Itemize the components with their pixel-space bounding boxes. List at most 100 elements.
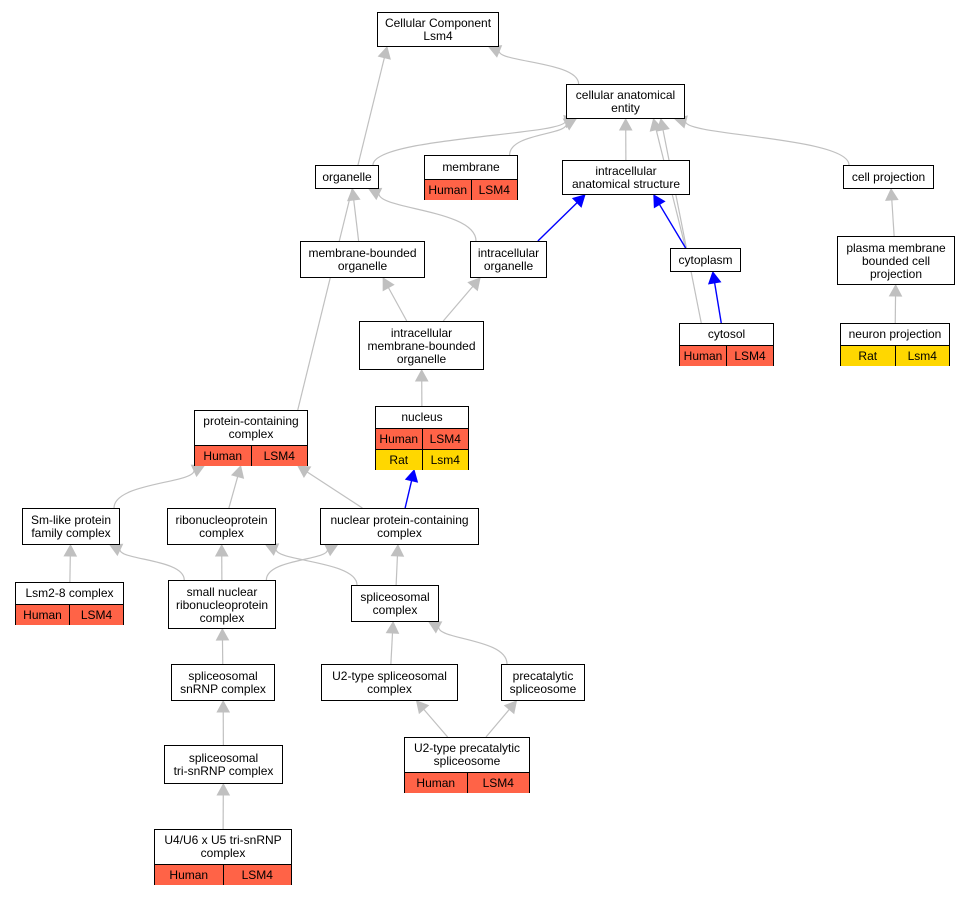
node-label-line: intracellular [390,325,453,340]
edge-ribonucleoprotein-complex-to-protein-containing-complex [228,464,245,509]
edge-spliceosomal-complex-to-ribonucleoprotein-complex [265,543,358,586]
node-label-line: Lsm2-8 complex [25,586,114,600]
node-label: organelle [316,166,378,189]
edge-intracellular-membrane-bounded-organelle-to-membrane-bounded-organelle [382,277,408,322]
node-label-line: U2-type precatalytic [413,741,521,755]
edge-neuron-projection-to-plasma-membrane-bounded-cell-projection [888,283,903,324]
edge-nucleus-to-intracellular-membrane-bounded-organelle [414,368,429,407]
gene-cell: LSM4 [466,773,530,793]
node-label-line: family complex [31,526,111,540]
edge-u2-type-spliceosomal-complex-to-spliceosomal-complex [385,620,400,665]
node-label-line: cytosol [707,327,746,341]
node-label-line: bounded cell [861,253,931,268]
node-label-line: complex [200,846,246,860]
node-label-line: projection [869,266,923,281]
edge-spliceosomal-complex-to-nuclear-protein-containing-complex [390,543,405,586]
edge-intracellular-membrane-bounded-organelle-to-intracellular-organelle [442,277,481,322]
edge-membrane-bounded-organelle-to-organelle [346,187,361,242]
node-label-line: anatomical structure [571,177,681,191]
node-label-line: spliceosome [509,682,577,696]
node-label-line: membrane-bounded [367,338,476,353]
edge-spliceosomal-snrnp-complex-to-small-nuclear-ribonucleoprotein-complex [215,627,230,665]
node-label-line: complex [199,610,245,625]
node-label-line: Lsm4 [423,29,453,43]
species-cell: Human [428,182,468,197]
species-cell: Human [379,431,419,446]
edge-u2-type-precatalytic-spliceosome-to-u2-type-spliceosomal-complex [415,700,449,738]
node-label-line: complex [199,526,244,540]
gene-cell: LSM4 [421,429,469,449]
node-label-line: intracellular [477,246,540,260]
node-label-line: organelle [483,259,534,273]
edge-cellular-anatomical-entity-to-cellular-component [488,45,580,85]
node-organelle[interactable]: organelle [315,165,379,189]
gene-cell: LSM4 [222,865,292,885]
node-label-line: plasma membrane [846,240,946,255]
node-label-line: intracellular [595,164,657,178]
annotation-row: Human LSM4 [16,604,123,625]
edge-spliceosomal-tri-snrnp-complex-to-spliceosomal-snrnp-complex [216,699,231,746]
node-cell-projection[interactable]: cell projection [843,165,934,189]
node-label-line: spliceosomal [188,751,259,765]
node-label-line: spliceosomal [188,669,258,683]
edge-nuclear-protein-containing-complex-to-nucleus [404,468,419,509]
node-label-line: small nuclear [186,584,258,599]
node-label-line: nuclear protein-containing [330,513,469,527]
edge-intracellular-anatomical-structure-to-cellular-anatomical-entity [618,117,633,161]
node-label-line: cell projection [851,170,926,184]
node-label-line: neuron projection [848,327,942,341]
species-cell: Human [23,607,62,622]
node-cytoplasm[interactable]: cytoplasm [670,248,741,272]
node-label: Lsm2-8 complex [16,583,123,604]
node-label-line: Cellular Component [384,16,492,30]
node-label-line: entity [611,101,640,115]
edge-protein-containing-complex-to-cellular-component [297,45,391,411]
node-label: membrane [425,156,517,179]
gene-cell: LSM4 [250,446,308,466]
node-label-line: protein-containing [203,414,299,428]
gene-cell: Lsm4 [421,450,469,470]
node-label-line: U4/U6 x U5 tri-snRNP [164,833,282,847]
edge-cell-projection-to-cellular-anatomical-entity [673,115,850,166]
gene-cell: LSM4 [69,605,123,625]
